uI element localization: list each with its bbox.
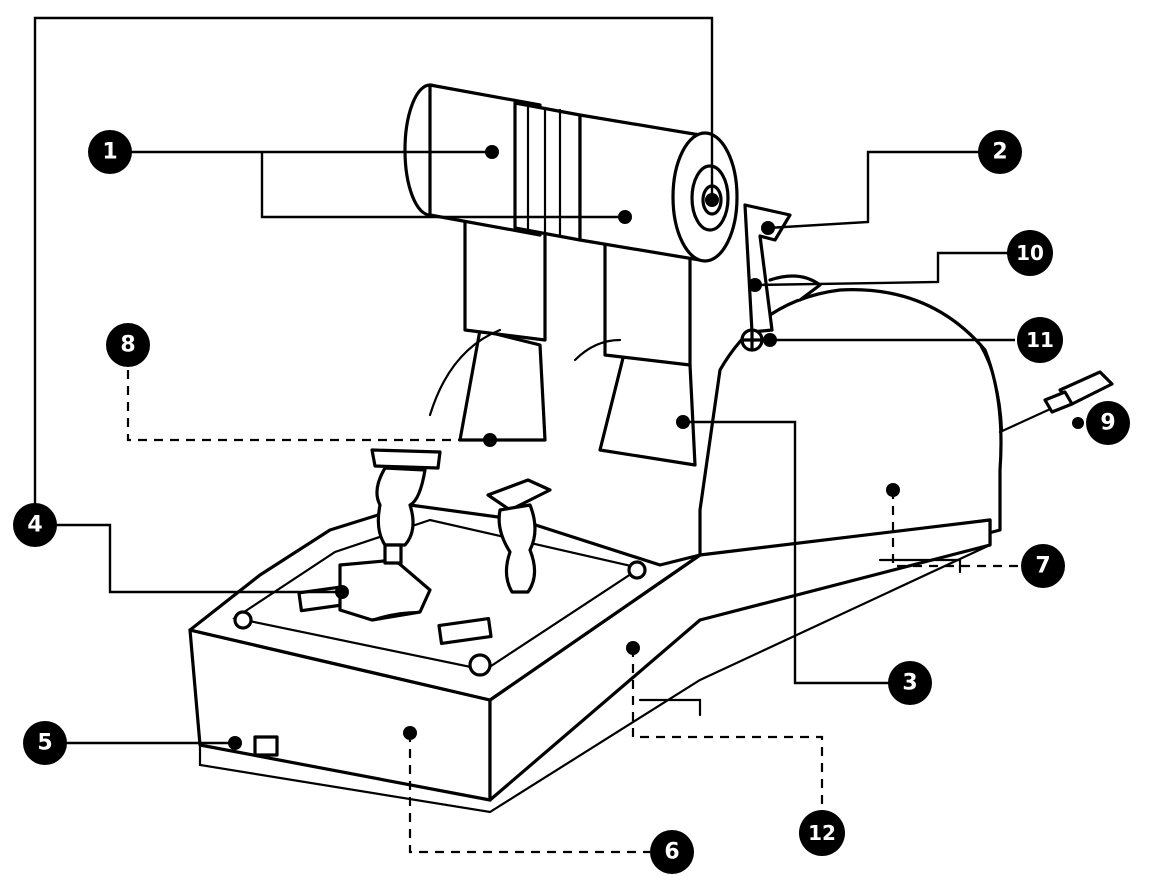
callout-2: 2: [978, 130, 1022, 174]
callout-8: 8: [106, 323, 150, 367]
right-throttle-lever: [573, 233, 697, 467]
callout-7: 7: [1021, 544, 1065, 588]
leader-4-to-thumb-button: [33, 16, 714, 520]
callout-10: 10: [1007, 230, 1053, 276]
anchor-1b: [618, 210, 632, 224]
callout-11: 11: [1017, 317, 1063, 363]
leader-6: [408, 733, 650, 854]
right-small-lever: [486, 478, 552, 594]
throttle-grip: [403, 83, 739, 263]
leader-4-to-switch-block: [40, 523, 342, 594]
top-plate: [232, 518, 647, 677]
front-connector: [253, 735, 279, 757]
callout-12: 12: [799, 810, 845, 856]
leader-3: [683, 420, 895, 685]
leader-7: [891, 490, 1020, 568]
callout-6: 6: [650, 830, 694, 874]
anchor-10: [748, 278, 762, 292]
callout-6-label: 6: [664, 840, 679, 865]
callout-2-label: 2: [992, 140, 1007, 165]
callout-12-label: 12: [808, 821, 836, 845]
callout-10-label: 10: [1016, 241, 1044, 265]
callout-3-label: 3: [902, 671, 917, 696]
anchor-6: [403, 726, 417, 740]
usb-cable: [998, 370, 1114, 434]
callout-5-label: 5: [37, 731, 52, 756]
leader-8: [126, 370, 490, 442]
base-body: [188, 503, 992, 814]
callout-11-label: 11: [1026, 328, 1054, 352]
callout-1-label: 1: [102, 140, 117, 165]
leader-2: [767, 150, 1000, 230]
anchor-11: [763, 333, 777, 347]
leader-10: [754, 251, 1010, 287]
anchor-2: [761, 221, 775, 235]
callout-8-label: 8: [120, 333, 135, 358]
left-throttle-lever: [428, 218, 547, 442]
leader-1-to-right-grip: [260, 152, 625, 219]
anchor-12: [626, 641, 640, 655]
callout-4: 4: [13, 503, 57, 547]
anchor-9: [1072, 417, 1084, 429]
anchor-1a: [485, 145, 499, 159]
callout-9-label: 9: [1100, 411, 1115, 436]
anchor-4b: [335, 585, 349, 599]
leader-12: [631, 648, 824, 810]
anchor-7: [886, 483, 900, 497]
anchor-5: [228, 736, 242, 750]
anchor-4a: [705, 193, 719, 207]
callout-5: 5: [23, 721, 67, 765]
callout-3: 3: [888, 661, 932, 705]
device-illustration: [188, 83, 1114, 814]
leader-lines: [33, 16, 1084, 854]
callout-7-label: 7: [1035, 554, 1050, 579]
callout-1: 1: [88, 130, 132, 174]
callout-9: 9: [1086, 401, 1130, 445]
left-small-lever: [370, 448, 442, 565]
anchor-3: [676, 415, 690, 429]
anchor-8: [483, 433, 497, 447]
callout-4-label: 4: [27, 513, 42, 538]
